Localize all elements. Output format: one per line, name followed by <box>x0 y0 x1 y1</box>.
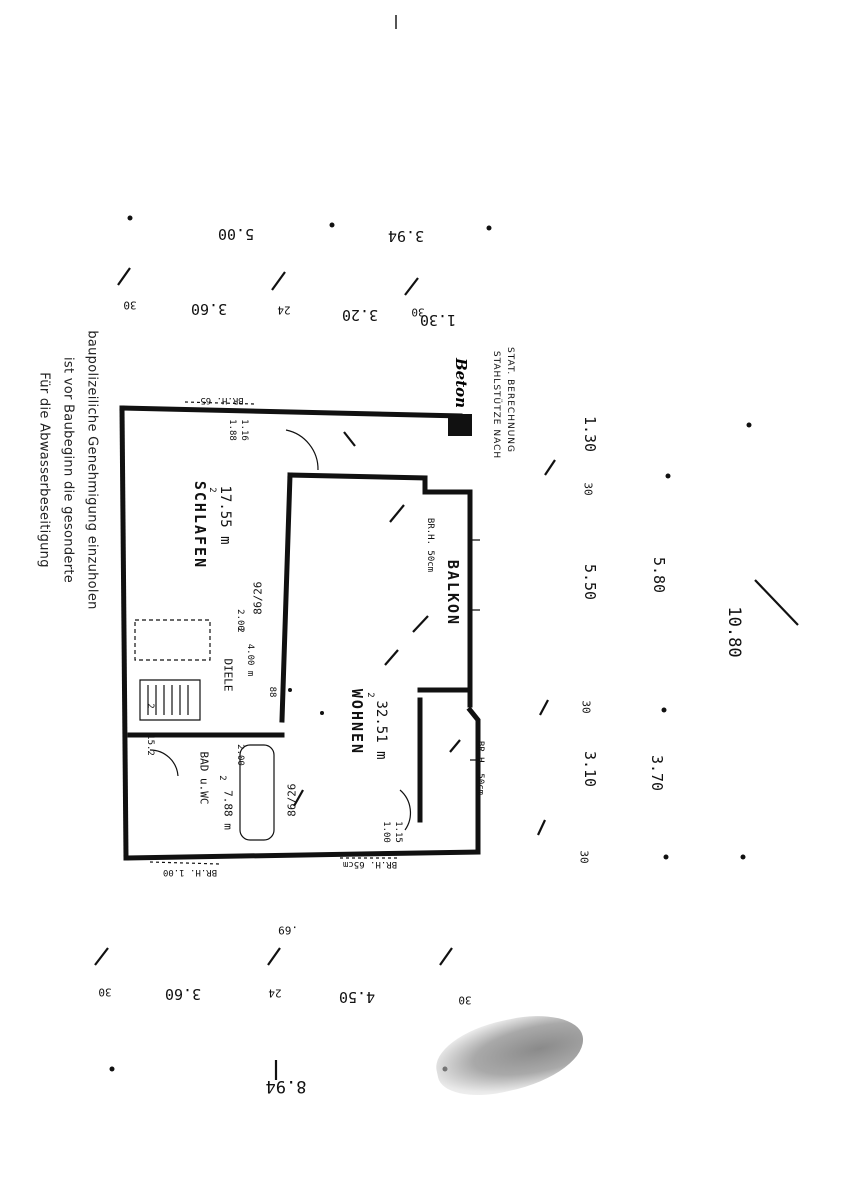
annot-1-88: 1.88 <box>227 419 237 441</box>
room-bad-label: BAD u.WC <box>197 751 211 805</box>
top-dim-1-30: 1.30 <box>419 311 457 329</box>
room-flur-area: 15.2 <box>145 734 155 756</box>
room-bad-area-exp: 2 <box>217 775 227 781</box>
room-schlafen-label: SCHLAFEN <box>191 480 209 570</box>
right-dim-1-30: 1.30 <box>581 415 599 453</box>
bottom-dim-3-60: 3.60 <box>164 985 202 1003</box>
annot-1-16: 1.16 <box>239 419 249 441</box>
handwritten-beton: Beton <box>452 357 470 409</box>
annot-br-h-65: BR.H. 65 <box>200 395 244 405</box>
room-flur-area-exp: 2 <box>145 703 155 709</box>
right-dim-30-c: 30 <box>577 850 591 864</box>
annot-88: 88 <box>267 686 277 698</box>
room-diele-label: DIELE <box>221 658 235 692</box>
annot-br-h-50cm-2: BR.H. 50cm <box>475 740 485 796</box>
bottom-dim-30-b: 30 <box>458 993 472 1007</box>
right-dim-30-b: 30 <box>579 700 593 714</box>
room-wohnen-area-exp: 2 <box>365 692 375 698</box>
right-dim-5-50: 5.50 <box>581 563 599 601</box>
steel-column <box>448 414 472 436</box>
top-dim-24: 24 <box>277 303 291 317</box>
annot-1-15: 1.15 <box>393 821 403 843</box>
right-dim-30-a: 30 <box>581 482 595 496</box>
note-line-2: ist vor Baubeginn die gesonderte <box>60 356 76 584</box>
top-dim-3-94: 3.94 <box>387 227 425 245</box>
annot-door-86-26-a: 86/26 <box>251 581 265 615</box>
top-dim-30-a: 30 <box>123 298 137 312</box>
wall-top-interior <box>287 472 428 481</box>
stahlstuetze-line-2: STAT. BERECHNUNG <box>505 347 515 453</box>
outer-wall-left <box>119 405 129 861</box>
right-dim-10-80: 10.80 <box>724 606 744 658</box>
annot-2-00b: 2.00 <box>235 744 245 766</box>
note-line-3: baupolizeiliche Genehmigung einzuholen <box>84 330 100 610</box>
room-bad-area: 7.88 m <box>221 790 235 830</box>
bottom-dim-4-50: 4.50 <box>338 988 376 1006</box>
note-line-1: Für die Abwasserbeseitigung <box>36 372 52 568</box>
bottom-dim-30-a: 30 <box>98 985 112 999</box>
annot-1-00: 1.00 <box>381 821 391 843</box>
right-dim-3-70: 3.70 <box>648 754 666 792</box>
balcony-outer <box>422 475 473 708</box>
annot-br-h-100: BR.H. 1.00 <box>162 867 218 877</box>
room-wohnen-label: WOHNEN <box>348 688 366 756</box>
annot-br-h-65cm: BR.H. 65cm <box>342 859 398 869</box>
wall-schlafen-wohnen <box>279 472 293 723</box>
right-dim-5-80: 5.80 <box>650 556 668 594</box>
top-dim-3-60: 3.60 <box>190 300 228 318</box>
room-schlafen-area-exp: 2 <box>207 487 217 493</box>
top-dim-5-00: 5.00 <box>217 225 255 243</box>
top-dim-3-20: 3.20 <box>341 306 379 324</box>
room-wohnen-area: 32.51 m <box>373 700 389 760</box>
bottom-dim-24: 24 <box>268 986 282 1000</box>
balcony-wall-right <box>466 706 481 855</box>
outer-wall-bottom <box>123 849 481 861</box>
annot-2-00: 2.00 <box>235 609 245 631</box>
bottom-dim-8-94: 8.94 <box>265 1076 307 1096</box>
annot-br-h-50cm-1: BR.H. 50cm <box>425 517 435 573</box>
outer-wall-top <box>119 405 463 419</box>
bottom-dim-69: .69 <box>278 923 298 937</box>
stahlstuetze-line-1: STAHLSTÜTZE NACH <box>491 350 501 460</box>
room-balkon-label: BALKON <box>444 559 462 627</box>
room-schlafen-area: 17.55 m <box>217 485 233 545</box>
right-dim-3-10: 3.10 <box>581 750 599 788</box>
top-dim-30-b: 30 <box>411 305 425 319</box>
annot-door-86-26-b: 86/26 <box>285 783 299 817</box>
top-tick-mark <box>395 15 397 29</box>
room-diele-area: 4.00 m <box>245 643 255 677</box>
